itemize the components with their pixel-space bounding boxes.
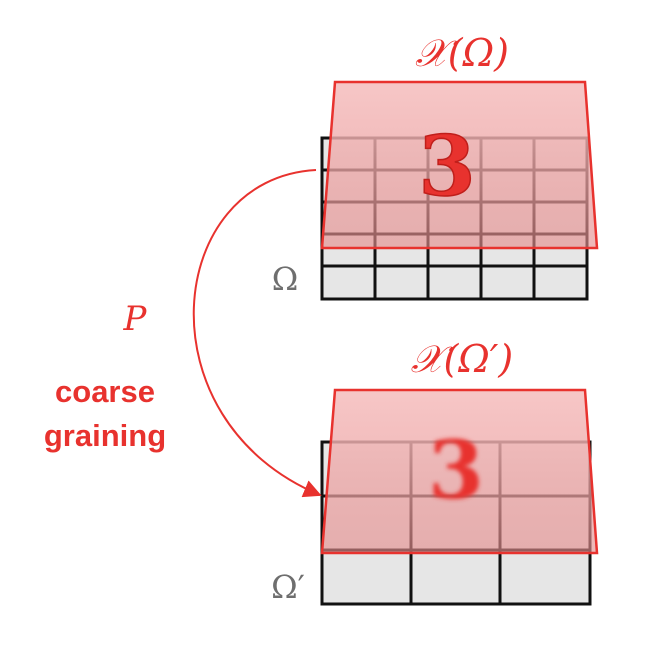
top-domain-label: Ω — [272, 260, 299, 298]
top-signal-sheet — [320, 80, 599, 250]
operator-caption-line1: coarse — [55, 374, 155, 409]
top-signal-label: 𝒳(Ω) — [415, 31, 509, 75]
top-digit: 3 — [418, 119, 475, 215]
coarse-graining-operator: P coarse graining — [44, 169, 322, 498]
bottom-domain-label: Ω′ — [271, 568, 305, 606]
coarse-graining-arrow — [192, 169, 322, 498]
bottom-signal-sheet — [320, 388, 599, 555]
bottom-digit: 3 — [428, 423, 484, 517]
bottom-panel: 3 𝒳(Ω′) Ω′ — [271, 337, 599, 606]
top-panel: 3 𝒳(Ω) Ω — [272, 31, 599, 301]
operator-caption-line2: graining — [44, 418, 166, 453]
operator-symbol: P — [123, 299, 148, 339]
bottom-signal-label: 𝒳(Ω′) — [411, 337, 513, 381]
